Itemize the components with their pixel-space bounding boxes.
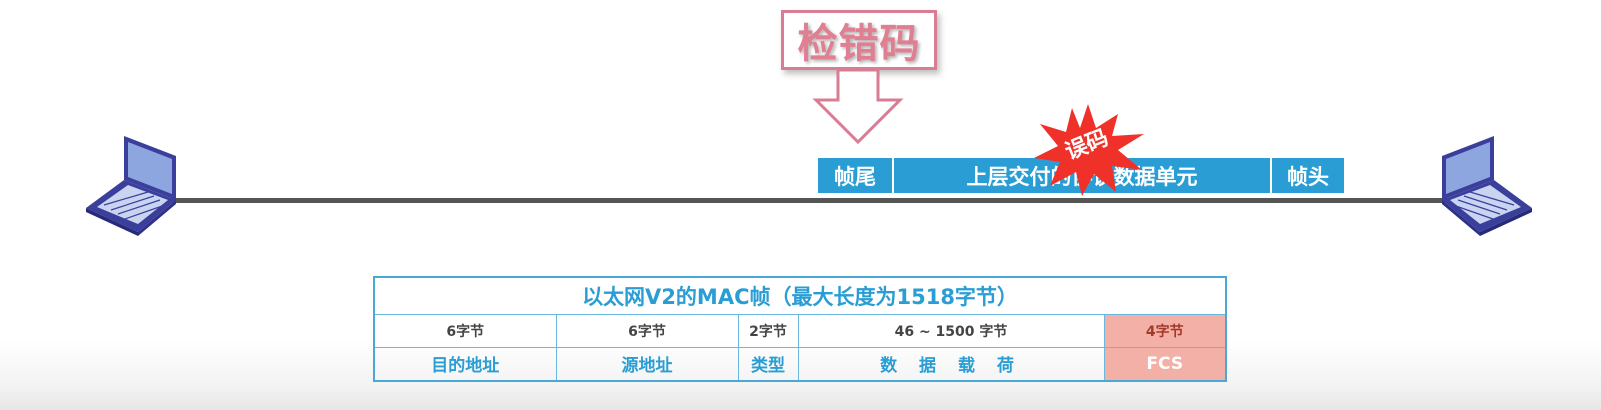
frame-trailer: 帧尾 <box>818 158 894 193</box>
size-cell-payload: 46 ~ 1500 字节 <box>797 313 1105 348</box>
laptop-icon <box>1442 136 1532 236</box>
network-link-line <box>150 198 1450 203</box>
frame-header: 帧头 <box>1272 158 1344 193</box>
field-cell-payload: 数 据 载 荷 <box>797 346 1105 382</box>
size-cell-type: 2字节 <box>737 313 799 348</box>
frame-bar: 帧尾 上层交付的协议数据单元 帧头 <box>818 158 1344 193</box>
size-cell-dest: 6字节 <box>373 313 557 348</box>
size-row: 6字节 6字节 2字节 46 ~ 1500 字节 4字节 <box>373 313 1227 348</box>
field-row: 目的地址 源地址 类型 数 据 载 荷 FCS <box>373 346 1227 382</box>
mac-frame-table: 以太网V2的MAC帧（最大长度为1518字节） 6字节 6字节 2字节 46 ~… <box>373 276 1227 382</box>
size-cell-fcs: 4字节 <box>1103 313 1227 348</box>
laptop-icon <box>86 136 176 236</box>
mac-table-title: 以太网V2的MAC帧（最大长度为1518字节） <box>373 276 1227 315</box>
field-cell-fcs: FCS <box>1103 346 1227 382</box>
field-cell-type: 类型 <box>737 346 799 382</box>
burst-icon <box>1034 104 1144 196</box>
size-cell-src: 6字节 <box>555 313 739 348</box>
field-cell-src: 源地址 <box>555 346 739 382</box>
field-cell-dest: 目的地址 <box>373 346 557 382</box>
error-detection-callout: 检错码 <box>781 10 937 70</box>
callout-label: 检错码 <box>797 21 921 67</box>
down-arrow-icon <box>812 68 904 145</box>
